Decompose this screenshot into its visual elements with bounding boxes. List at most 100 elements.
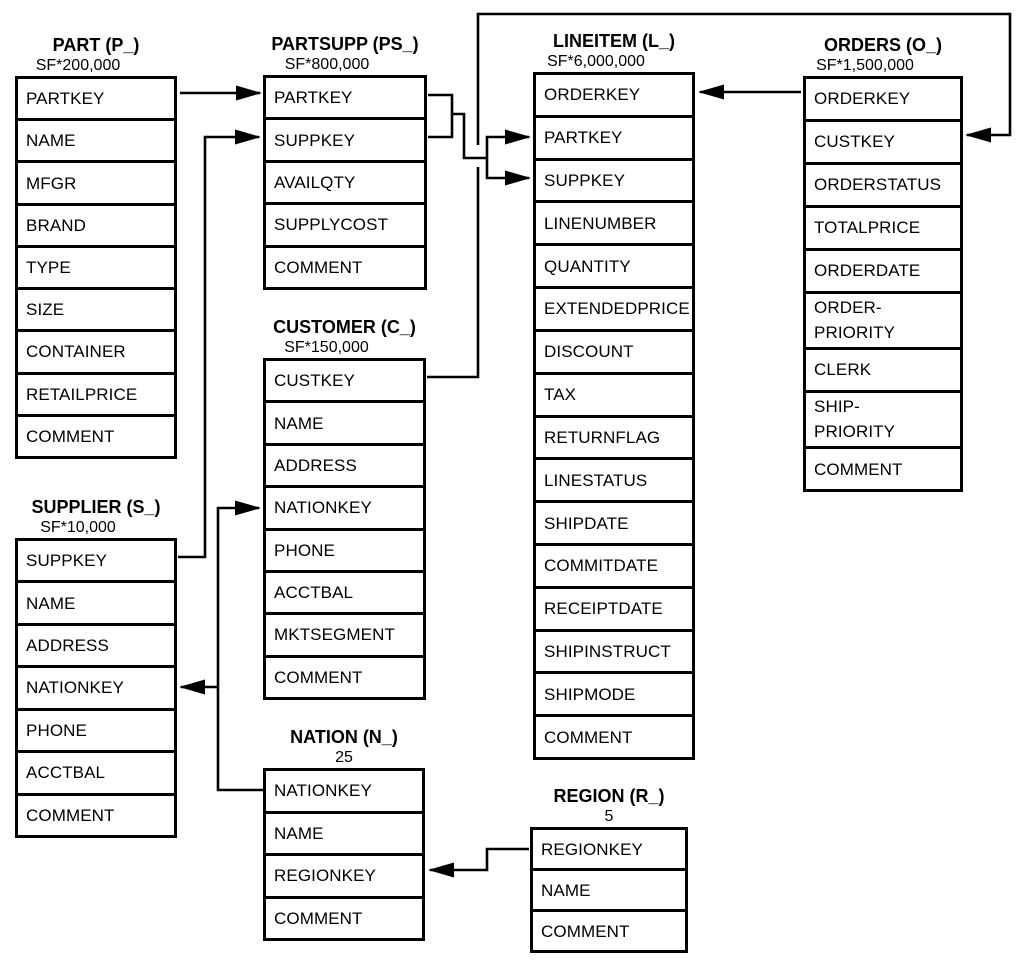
field-label: NAME [274, 823, 324, 843]
table-title: NATION (N_) [290, 727, 398, 747]
field-label: COMMENT [541, 921, 630, 941]
field-label: NATIONKEY [274, 781, 372, 801]
field-row-extendedprice: EXTENDEDPRICE [536, 289, 692, 332]
field-label: ORDERDATE [814, 261, 921, 281]
field-label: LINESTATUS [544, 470, 648, 490]
field-label: REGIONKEY [274, 866, 376, 886]
field-row-acctbal: ACCTBAL [266, 573, 423, 616]
field-label: CONTAINER [26, 342, 126, 362]
table-cardinality: SF*1,500,000 [816, 57, 914, 74]
field-label: COMMENT [544, 727, 633, 747]
field-row-nationkey: NATIONKEY [266, 488, 423, 531]
field-label: PHONE [274, 540, 335, 560]
field-row-linenumber: LINENUMBER [536, 203, 692, 247]
field-label: COMMENT [814, 459, 903, 479]
field-label: ORDER- PRIORITY [814, 298, 896, 343]
field-row-nationkey: NATIONKEY [266, 771, 422, 814]
connector-partsupp-lineitem-stem [452, 112, 487, 160]
table-title: CUSTOMER (C_) [273, 317, 416, 337]
field-label: RECEIPTDATE [544, 599, 663, 619]
field-label: REGIONKEY [541, 839, 643, 859]
field-row-supplycost: SUPPLYCOST [266, 205, 424, 248]
field-row-quantity: QUANTITY [536, 246, 692, 290]
field-row-shipdate: SHIPDATE [536, 503, 692, 546]
field-label: SUPPKEY [26, 551, 108, 571]
field-row-name: NAME [18, 121, 174, 164]
field-label: ACCTBAL [26, 763, 106, 783]
field-label: PARTKEY [544, 128, 623, 148]
field-label: COMMENT [274, 257, 363, 277]
field-label: SUPPKEY [274, 130, 356, 150]
field-label: COMMITDATE [544, 556, 659, 576]
field-label: SHIPMODE [544, 684, 636, 704]
field-row-nationkey: NATIONKEY [18, 668, 174, 711]
connector-partsupp-lineitem-suppkey [485, 158, 531, 186]
field-label: COMMENT [274, 908, 363, 928]
field-row-returnflag: RETURNFLAG [536, 418, 692, 461]
field-label: PARTKEY [274, 88, 353, 108]
field-label: SIZE [26, 300, 65, 320]
field-row-partkey: PARTKEY [18, 79, 174, 122]
field-label: DISCOUNT [544, 342, 634, 362]
connector-partsupp-lineitem-partkey [485, 129, 531, 158]
table-nation: NATION (N_) 25 NATIONKEY NAME REGIONKEY COM… [263, 726, 425, 941]
field-row-acctbal: ACCTBAL [18, 753, 174, 796]
field-label: PARTKEY [26, 89, 105, 109]
field-label: ADDRESS [26, 636, 109, 656]
field-label: SHIP- PRIORITY [814, 397, 896, 442]
field-row-availqty: AVAILQTY [266, 163, 424, 206]
field-row-orderkey: ORDERKEY [536, 75, 692, 118]
table-title: PART (P_) [52, 35, 140, 55]
field-label: COMMENT [26, 426, 115, 446]
field-label: LINENUMBER [544, 213, 657, 233]
field-row-comment: COMMENT [18, 796, 174, 835]
field-row-shipmode: SHIPMODE [536, 674, 692, 718]
field-label: ORDERSTATUS [814, 175, 942, 195]
connector-partsupp-key-join [428, 93, 454, 139]
field-row-comment: COMMENT [536, 717, 692, 757]
connector-customer-orders-riser [427, 167, 480, 379]
field-row-custkey: CUSTKEY [806, 122, 960, 165]
field-row-phone: PHONE [266, 531, 423, 573]
field-label: TYPE [26, 257, 71, 277]
field-row-orderkey: ORDERKEY [806, 79, 960, 122]
connector-nation-customer [216, 500, 263, 792]
field-row-orderdate: ORDERDATE [806, 251, 960, 294]
field-label: RETAILPRICE [26, 384, 138, 404]
field-row-partkey: PARTKEY [536, 118, 692, 161]
table-cardinality: 25 [335, 749, 353, 766]
table-cardinality: SF*200,000 [35, 57, 121, 74]
field-row-regionkey: REGIONKEY [266, 856, 422, 899]
field-row-suppkey: SUPPKEY [18, 541, 174, 584]
field-row-comment: COMMENT [18, 417, 174, 456]
table-cardinality: SF*6,000,000 [547, 53, 645, 70]
field-row-totalprice: TOTALPRICE [806, 208, 960, 251]
field-row-custkey: CUSTKEY [266, 361, 423, 404]
table-title: PARTSUPP (PS_) [271, 34, 419, 54]
field-label: QUANTITY [544, 256, 631, 276]
field-label: MKTSEGMENT [274, 625, 395, 645]
field-label: NAME [274, 413, 324, 433]
connector-region-nation [428, 847, 529, 878]
field-label: AVAILQTY [274, 173, 356, 193]
field-row-suppkey: SUPPKEY [266, 120, 424, 163]
field-row-discount: DISCOUNT [536, 332, 692, 375]
field-label: CUSTKEY [814, 132, 895, 152]
field-label: RETURNFLAG [544, 427, 661, 447]
field-row-address: ADDRESS [266, 446, 423, 489]
field-row-mfgr: MFGR [18, 163, 174, 206]
field-label: MFGR [26, 173, 77, 193]
field-label: TOTALPRICE [814, 218, 921, 238]
table-title: REGION (R_) [553, 786, 665, 806]
field-label: SHIPDATE [544, 513, 629, 533]
field-row-retailprice: RETAILPRICE [18, 375, 174, 417]
field-label: COMMENT [26, 805, 115, 825]
table-box-nation: NATIONKEY NAME REGIONKEY COMMENT [263, 768, 425, 941]
field-label: ADDRESS [274, 455, 357, 475]
field-label: NATIONKEY [26, 678, 124, 698]
